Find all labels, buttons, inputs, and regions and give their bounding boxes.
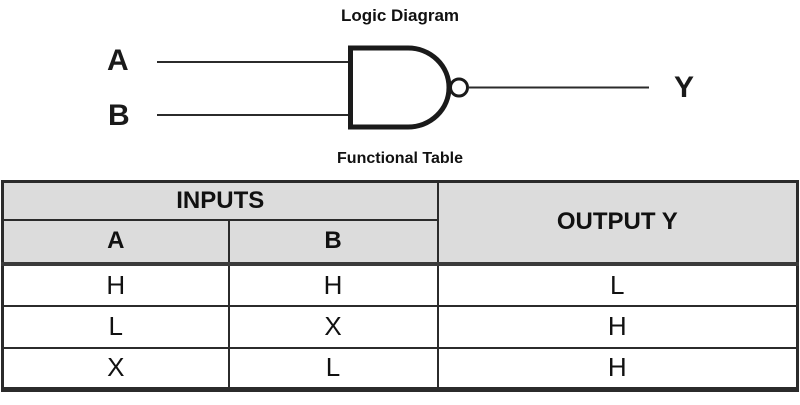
input-b-label: B	[108, 99, 131, 132]
cell-b: X	[227, 304, 439, 349]
header-cell-b: B	[227, 218, 439, 265]
header-row-ab: A B	[1, 218, 798, 265]
header-cell-inputs: INPUTS	[1, 180, 439, 221]
cell-a: L	[1, 304, 230, 349]
table-row: X L H	[1, 346, 799, 391]
cell-b: L	[227, 346, 439, 391]
nand-gate-drawing	[157, 45, 649, 130]
output-y-label: Y	[674, 71, 695, 104]
header-cell-output-y: OUTPUT Y	[436, 180, 799, 265]
cell-y: L	[436, 261, 799, 307]
input-a-label: A	[107, 44, 130, 77]
cell-a: H	[1, 261, 230, 307]
header-row-inputs: INPUTS OUTPUT Y	[1, 180, 799, 265]
logic-diagram-title: Logic Diagram	[340, 6, 460, 25]
table-row: L X H	[1, 304, 799, 349]
cell-y: H	[436, 304, 799, 349]
cell-b: H	[227, 261, 439, 307]
cell-y: H	[436, 346, 799, 391]
nand-gate-body	[348, 45, 452, 130]
table-row: H H L	[1, 261, 799, 307]
cell-a: X	[1, 346, 230, 391]
header-cell-a: A	[1, 218, 230, 265]
inversion-bubble-icon	[449, 77, 469, 98]
functional-table-title: Functional Table	[337, 150, 463, 167]
functional-table: INPUTS OUTPUT Y A B H H L L X H X L H	[1, 180, 800, 392]
